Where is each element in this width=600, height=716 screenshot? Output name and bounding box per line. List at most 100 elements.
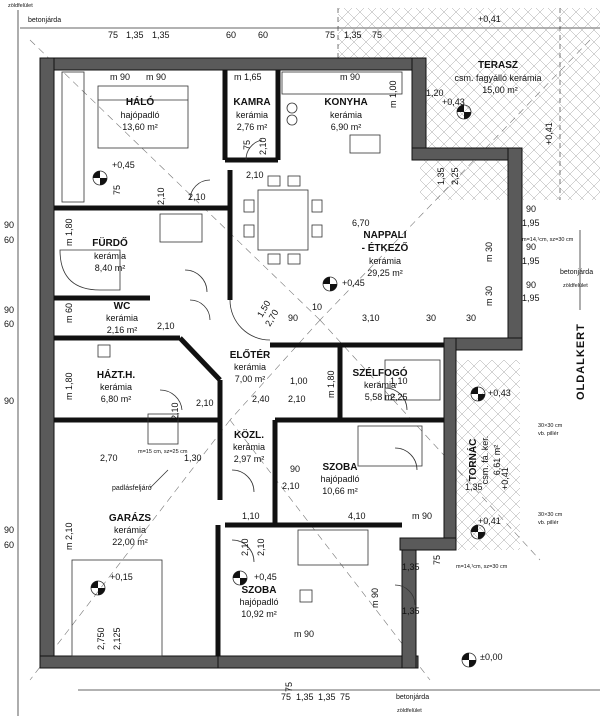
stair-spec: m=15 cm, sz=25 cm	[138, 449, 188, 455]
dim: 75	[432, 555, 442, 565]
dim: 1,10	[390, 376, 408, 386]
dim: 2,10	[157, 321, 175, 331]
dim: m 90	[340, 72, 360, 82]
room-area: 29,25 m²	[367, 268, 403, 278]
dim: 2,10	[258, 137, 268, 155]
room-area: 10,92 m²	[241, 609, 277, 619]
room-name: KÖZL.	[234, 428, 264, 441]
level-label: ±0,00	[480, 652, 502, 662]
level-label: +0,45	[112, 160, 135, 170]
room-area: 6,90 m²	[331, 122, 362, 132]
room-floor: kerámia	[330, 110, 362, 120]
dimension-labels: 75 1,35 1,35 60 60 75 1,35 75 m 90 m 90 …	[4, 30, 540, 702]
dim: 60	[226, 30, 236, 40]
room-area: 10,66 m²	[322, 486, 358, 496]
dim: 90	[526, 204, 536, 214]
dim: 90	[4, 305, 14, 315]
dim: 90	[526, 280, 536, 290]
dim: 2,70	[100, 453, 118, 463]
dim: m 1,00	[388, 80, 398, 108]
room-name: GARÁZS	[109, 511, 152, 524]
dim: m 90	[412, 511, 432, 521]
dim: 2,40	[252, 394, 270, 404]
room-name: TORNÁC	[466, 439, 479, 482]
dim: 75	[281, 692, 291, 702]
dim: 75	[372, 30, 382, 40]
dim: 75	[108, 30, 118, 40]
stair-spec: m=14,¹cm, sz=30 cm	[456, 564, 508, 570]
room-floor: kerámia	[106, 313, 138, 323]
dim: 60	[258, 30, 268, 40]
room-floor: kerámia	[364, 380, 396, 390]
dim: 2,10	[156, 187, 166, 205]
room-area: 6,80 m²	[101, 394, 132, 404]
dim: 1,95	[522, 218, 540, 228]
dim: 1,35	[436, 167, 446, 185]
dim: 30	[466, 313, 476, 323]
room-name: TERASZ	[478, 60, 518, 71]
level-label: +0,15	[110, 572, 133, 582]
dim: 2,10	[240, 538, 250, 556]
dim: 75	[340, 692, 350, 702]
dim: 1,95	[522, 256, 540, 266]
side-garden-label: OLDALKERT	[575, 323, 587, 400]
bed-3	[297, 529, 369, 566]
room-floor: hajópadló	[320, 474, 359, 484]
dim: 30	[426, 313, 436, 323]
room-floor: kerámia	[94, 251, 126, 261]
dim: 1,35	[318, 692, 336, 702]
dim: 1,35	[296, 692, 314, 702]
wardrobe	[61, 71, 85, 203]
room-floor: kerámia	[100, 382, 132, 392]
dim: 90	[526, 242, 536, 252]
bed	[97, 85, 189, 149]
car-outline	[71, 559, 163, 657]
dim: 2,25	[390, 392, 408, 402]
level-marker	[470, 386, 486, 402]
dim: 60	[4, 319, 14, 329]
level-marker	[322, 276, 338, 292]
betonjarda-label: betonjárda	[560, 269, 593, 276]
dim: 3,10	[362, 313, 380, 323]
room-area: 6,61 m²	[492, 445, 502, 476]
level-marker	[232, 570, 248, 586]
dim: 90	[290, 464, 300, 474]
level-label: +0,45	[254, 572, 277, 582]
room-area: 2,97 m²	[234, 454, 265, 464]
room-name: SZOBA	[323, 462, 358, 473]
level-label: +0,43	[442, 97, 465, 107]
piller-label: vb. pillér	[538, 431, 559, 437]
room-floor: csm. fá. ker.	[480, 436, 490, 485]
room-name: ELŐTÉR	[230, 348, 271, 361]
piller-label: 30×30 cm	[538, 512, 563, 518]
level-label: +0,41	[544, 122, 554, 145]
zoldfelulet-label: zöldfelület	[8, 3, 33, 9]
room-area: 22,00 m²	[112, 537, 148, 547]
room-name: WC	[114, 301, 131, 312]
level-label: +0,45	[342, 278, 365, 288]
dim: m 90	[370, 588, 380, 608]
dim: 2,10	[288, 394, 306, 404]
dim: 4,10	[348, 511, 366, 521]
level-marker	[92, 170, 108, 186]
dim: m 2,10	[64, 522, 74, 550]
dim: 90	[4, 525, 14, 535]
dim: 1,10	[242, 511, 260, 521]
dim: 1,30	[184, 453, 202, 463]
terrace-area	[337, 8, 600, 550]
room-area: 5,58 m²	[365, 392, 396, 402]
room-area: 2,16 m²	[107, 325, 138, 335]
dim: 1,35	[344, 30, 362, 40]
dim: m 90	[146, 72, 166, 82]
bathtub	[59, 249, 121, 291]
dim: 75	[242, 140, 252, 150]
room-name: SZÉLFOGÓ	[353, 366, 408, 379]
doors	[159, 139, 418, 606]
level-marker	[470, 524, 486, 540]
stair-spec: m=14,¹cm, sz=30 cm	[522, 237, 574, 243]
level-markers	[90, 104, 486, 668]
dim: m 30	[484, 242, 494, 262]
dim: m 1,80	[64, 372, 74, 400]
room-name: NAPPALI	[363, 230, 406, 241]
level-marker	[456, 104, 472, 120]
